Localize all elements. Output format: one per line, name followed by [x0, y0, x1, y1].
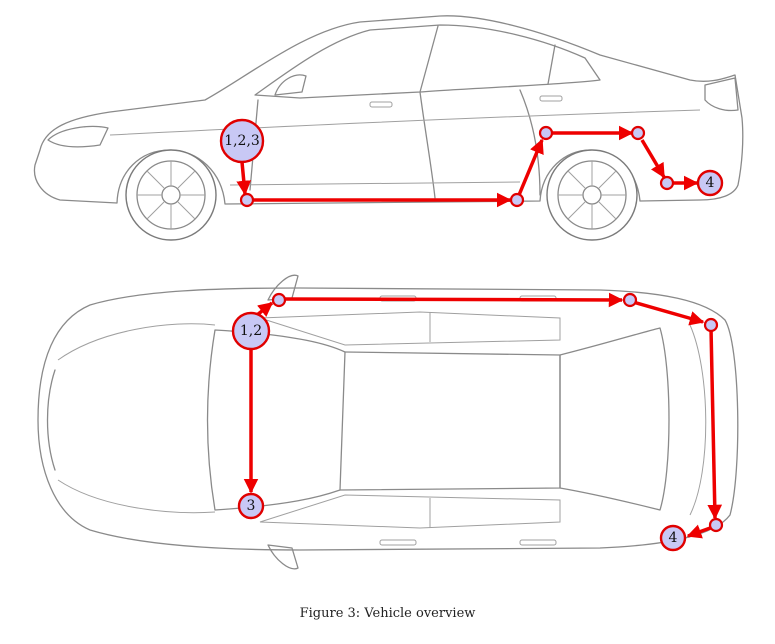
top-trunk-line — [689, 324, 707, 516]
side-sill-line — [229, 181, 521, 186]
side-front-wheel — [125, 149, 217, 241]
side-node-1 — [239, 192, 255, 208]
top-route: 1,2 3 4 — [231, 292, 724, 552]
side-label-start: 1,2,3 — [219, 118, 265, 164]
top-mirror-lower — [267, 544, 299, 570]
side-headlight — [47, 125, 109, 148]
side-c-pillar — [547, 44, 556, 85]
top-node-3 — [703, 317, 719, 333]
side-node-5 — [659, 175, 675, 191]
top-roof — [339, 351, 561, 491]
top-node-2 — [622, 292, 638, 308]
svg-text:4: 4 — [669, 530, 678, 546]
side-route-seg-c — [517, 138, 544, 196]
side-node-4 — [630, 125, 646, 141]
side-rear-handle — [539, 95, 563, 102]
top-route-seg-b — [278, 292, 624, 308]
svg-text:4: 4 — [706, 175, 715, 191]
top-route-seg-c — [632, 300, 705, 326]
top-side-window-lower — [259, 494, 561, 529]
top-route-seg-a — [255, 301, 274, 318]
top-hood-line-lower — [57, 479, 216, 514]
top-rear-window — [559, 327, 670, 511]
top-node-4 — [708, 517, 724, 533]
top-route-seg-e — [686, 524, 714, 539]
side-node-2 — [509, 192, 525, 208]
side-route-seg-e — [640, 139, 666, 179]
svg-text:3: 3 — [247, 498, 256, 514]
car-top-view — [37, 274, 739, 570]
side-character-line — [109, 109, 701, 136]
side-route: 1,2,3 4 — [219, 118, 724, 208]
side-node-3 — [538, 125, 554, 141]
side-taillight — [704, 77, 739, 112]
top-node-1 — [271, 292, 287, 308]
side-window-frame — [254, 24, 601, 99]
top-windshield — [206, 329, 346, 511]
figure-caption: Figure 3: Vehicle overview — [299, 606, 476, 621]
side-b-pillar — [419, 25, 439, 93]
side-mirror — [274, 74, 307, 96]
top-hood-line-upper — [57, 323, 216, 361]
top-front-bumper-line — [46, 369, 56, 471]
side-label-end: 4 — [696, 169, 724, 197]
top-route-seg-d — [707, 327, 723, 520]
top-label-start: 1,2 — [231, 311, 271, 351]
top-handle-3 — [379, 539, 417, 546]
top-label-end: 4 — [659, 524, 687, 552]
top-label-branch-end: 3 — [237, 492, 265, 520]
top-body-outline — [37, 287, 739, 551]
car-side-view — [33, 15, 744, 241]
side-front-handle — [369, 101, 393, 108]
top-side-window-upper — [259, 311, 561, 346]
side-door-split — [419, 91, 436, 199]
top-mirror-upper — [267, 274, 299, 301]
side-rear-wheel — [546, 149, 638, 241]
top-handle-4 — [519, 539, 557, 546]
side-route-seg-a — [236, 161, 252, 196]
svg-text:1,2,3: 1,2,3 — [224, 133, 260, 149]
svg-text:1,2: 1,2 — [240, 323, 262, 339]
side-rear-door-edge — [519, 89, 541, 196]
